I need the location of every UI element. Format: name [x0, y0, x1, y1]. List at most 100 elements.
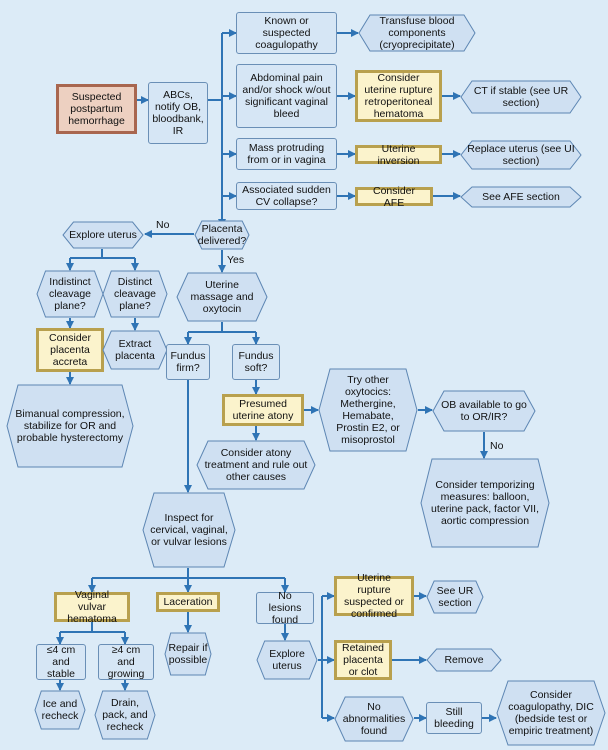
hexagon-shape [102, 270, 168, 318]
node-text: Fundus soft? [238, 350, 274, 374]
node-text: Consider placenta accreta [48, 332, 92, 368]
node-text: Explore uterus [269, 648, 305, 672]
node-text: OB available to go to OR/IR? [441, 399, 527, 423]
node-text: ABCs, notify OB, bloodbank, IR [152, 89, 204, 137]
hexagon-shape [6, 384, 134, 468]
node-try-oxytocics: Try other oxytocics: Methergine, Hemabat… [318, 368, 418, 452]
node-uterine-massage: Uterine massage and oxytocin [176, 272, 268, 322]
node-explore-uterus-bottom: Explore uterus [256, 640, 318, 680]
node-text: Suspected postpartum hemorrhage [68, 91, 125, 127]
node-distinct-cleavage: Distinct cleavage plane? [102, 270, 168, 318]
hexagon-shape [94, 690, 156, 740]
hexagon-shape [358, 14, 476, 52]
node-bimanual-compression: Bimanual compression, stabilize for OR a… [6, 384, 134, 468]
hexagon-outline [460, 186, 582, 208]
hexagon-outline [496, 680, 606, 746]
node-consider-coagulopathy: Consider coagulopathy, DIC (bedside test… [496, 680, 606, 746]
node-text: Extract placenta [115, 338, 155, 362]
hexagon-outline [358, 14, 476, 52]
hexagon-shape [420, 458, 550, 548]
node-text: Abdominal pain and/or shock w/out signif… [242, 72, 331, 120]
hexagon-outline [62, 221, 144, 249]
node-text: Mass protruding from or in vagina [247, 142, 326, 166]
node-temporizing: Consider temporizing measures: balloon, … [420, 458, 550, 548]
node-no-abnormalities: No abnormalities found [334, 696, 414, 742]
node-text: Ice and recheck [41, 698, 79, 722]
hexagon-shape [36, 270, 104, 318]
node-text: See UR section [436, 585, 474, 609]
hexagon-shape [102, 330, 168, 370]
node-consider-uterine-rupture: Consider uterine rupture retroperitoneal… [355, 70, 442, 122]
node-ice: Ice and recheck [34, 690, 86, 730]
hexagon-shape [196, 440, 316, 490]
node-presumed-atony: Presumed uterine atony [222, 394, 304, 426]
node-text: ≥4 cm and growing [107, 644, 145, 680]
node-laceration: Laceration [156, 592, 220, 612]
node-transfuse: Transfuse blood components (cryoprecipit… [358, 14, 476, 52]
hexagon-shape [426, 580, 484, 614]
node-indistinct-cleavage: Indistinct cleavage plane? [36, 270, 104, 318]
node-ur-suspected: Uterine rupture suspected or confirmed [334, 572, 414, 620]
node-text: Fundus firm? [170, 350, 206, 374]
node-uterine-inversion: Uterine inversion [355, 143, 442, 167]
node-text: Inspect for cervical, vaginal, or vulvar… [150, 512, 228, 548]
node-text: See AFE section [482, 191, 560, 203]
hexagon-outline [460, 80, 582, 114]
hexagon-outline [256, 640, 318, 680]
node-text: Consider uterine rupture retroperitoneal… [364, 72, 433, 120]
node-extract-placenta: Extract placenta [102, 330, 168, 370]
hexagon-shape [318, 368, 418, 452]
node-text: Try other oxytocics: Methergine, Hemabat… [336, 374, 400, 446]
node-see-afe: See AFE section [460, 186, 582, 208]
node-still-bleeding: Still bleeding [426, 702, 482, 734]
hexagon-shape [426, 648, 502, 672]
hexagon-outline [164, 632, 212, 676]
node-text: Associated sudden CV collapse? [242, 184, 331, 208]
hexagon-shape [34, 690, 86, 730]
node-text: Placenta delivered? [197, 223, 247, 247]
node-repair: Repair if possible [164, 632, 212, 676]
hexagon-shape [460, 80, 582, 114]
edge-label-no-placenta: No [156, 219, 170, 231]
node-text: Transfuse blood components (cryoprecipit… [379, 15, 455, 51]
node-inspect: Inspect for cervical, vaginal, or vulvar… [142, 492, 236, 568]
node-text: Consider temporizing measures: balloon, … [431, 479, 539, 527]
node-text: Presumed uterine atony [232, 398, 294, 422]
node-drain: Drain, pack, and recheck [94, 690, 156, 740]
node-text: Uterine rupture suspected or confirmed [343, 572, 405, 620]
node-consider-afe: Consider AFE [355, 185, 433, 209]
node-text: Indistinct cleavage plane? [48, 276, 92, 312]
node-abdominal-pain: Abdominal pain and/or shock w/out signif… [236, 64, 337, 128]
hexagon-outline [426, 648, 502, 672]
node-text: Distinct cleavage plane? [113, 276, 157, 312]
node-text: Consider coagulopathy, DIC (bedside test… [508, 689, 594, 737]
hexagon-shape [176, 272, 268, 322]
hexagon-outline [420, 458, 550, 548]
node-consider-atony: Consider atony treatment and rule out ot… [196, 440, 316, 490]
node-see-ur: See UR section [426, 580, 484, 614]
node-abcs: ABCs, notify OB, bloodbank, IR [148, 82, 208, 144]
node-text: Drain, pack, and recheck [102, 697, 148, 733]
node-text: Repair if possible [168, 642, 208, 666]
node-vaginal-vulvar: Vaginal vulvar hematoma [54, 589, 130, 625]
edge-label-no-ob: No [490, 440, 504, 452]
node-text: Known or suspected coagulopathy [255, 15, 318, 51]
node-text: Explore uterus [69, 229, 137, 241]
hexagon-outline [102, 330, 168, 370]
node-text: No lesions found [268, 590, 302, 626]
hexagon-shape [62, 221, 144, 249]
node-text: No abnormalities found [342, 701, 406, 737]
node-ct-if-stable: CT if stable (see UR section) [460, 80, 582, 114]
node-fundus-soft: Fundus soft? [232, 344, 280, 380]
hexagon-outline [460, 140, 582, 170]
hexagon-outline [318, 368, 418, 452]
node-text: Uterine massage and oxytocin [190, 279, 254, 315]
hexagon-shape [334, 696, 414, 742]
hexagon-shape [460, 186, 582, 208]
edge-label-yes-placenta: Yes [227, 254, 245, 266]
hexagon-outline [176, 272, 268, 322]
node-text: Bimanual compression, stabilize for OR a… [15, 408, 125, 444]
node-text: Replace uterus (see UI section) [467, 143, 575, 167]
hexagon-shape [194, 220, 250, 250]
